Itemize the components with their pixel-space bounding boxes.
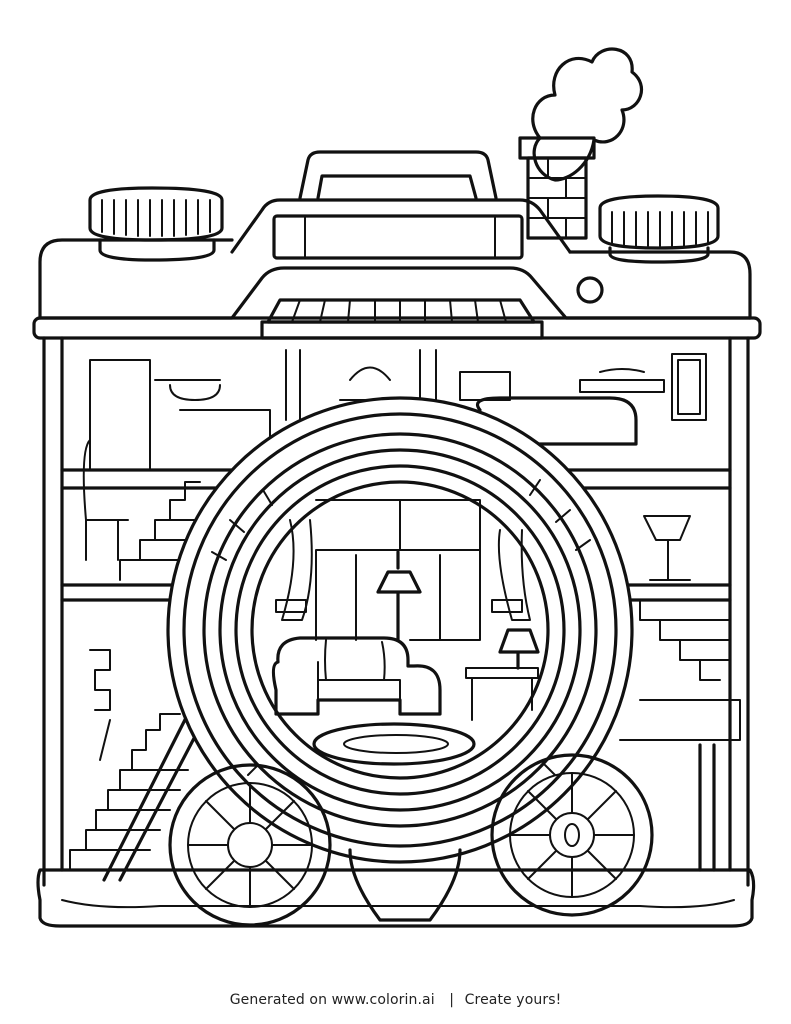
generated-on-link[interactable]: Generated on www.colorin.ai xyxy=(229,992,435,1008)
camera-body xyxy=(42,336,750,887)
viewfinder xyxy=(272,214,524,260)
create-yours-link[interactable]: Create yours! xyxy=(464,992,562,1008)
living-room-scene xyxy=(271,499,540,766)
camera-handle xyxy=(298,150,498,200)
chimney-top xyxy=(518,136,596,160)
camera-top-hump xyxy=(230,198,572,254)
left-dial xyxy=(88,186,224,242)
footer-separator: | xyxy=(449,992,455,1008)
left-staircase xyxy=(119,481,201,581)
right-staircase xyxy=(619,599,741,741)
smoke-cloud xyxy=(531,47,644,182)
flash-dot xyxy=(576,276,604,304)
camera-base xyxy=(36,868,756,928)
sofa xyxy=(271,636,442,716)
lens xyxy=(166,396,634,864)
oval-rug xyxy=(312,722,476,766)
footer: Generated on www.colorin.ai | Create you… xyxy=(0,992,791,1020)
camera-body-top xyxy=(38,238,752,320)
coloring-page-illustration xyxy=(32,47,762,928)
